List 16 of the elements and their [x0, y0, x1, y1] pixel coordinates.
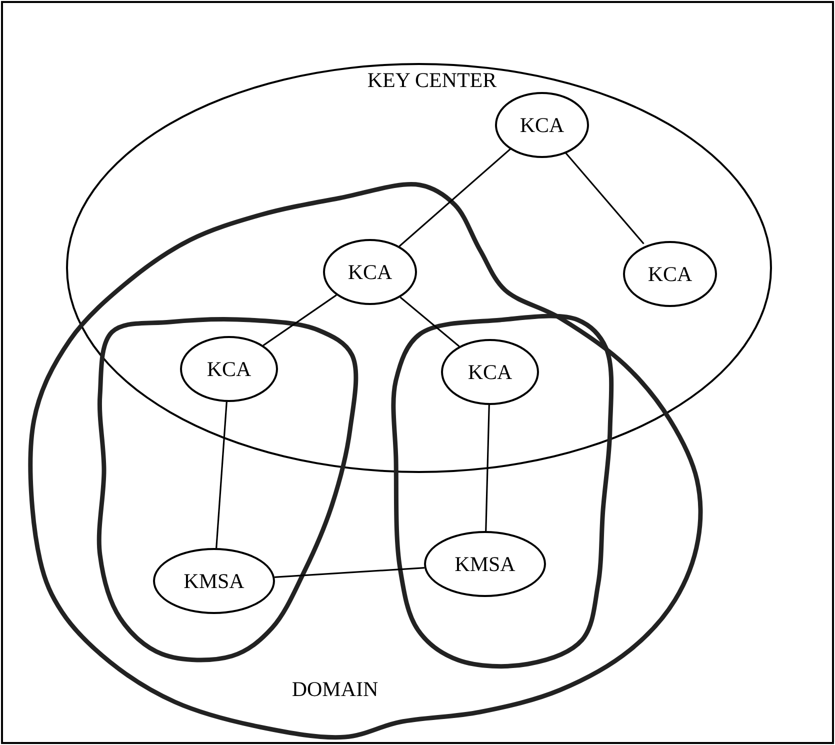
region-label: DOMAIN	[292, 679, 378, 700]
connector-line	[262, 294, 337, 346]
node-label: KCA	[348, 262, 392, 282]
node-label: KCA	[468, 362, 512, 382]
connector-line	[485, 404, 490, 532]
node-label: KMSA	[184, 570, 244, 592]
connector-line	[398, 148, 512, 247]
node-label: KMSA	[454, 554, 516, 574]
node-label: KCA	[520, 114, 564, 136]
connector-line	[216, 402, 228, 548]
node-label: KCA	[648, 264, 692, 284]
connector-line	[274, 567, 424, 578]
region-label: KEY CENTER	[367, 70, 497, 91]
node-label: KCA	[206, 358, 252, 380]
connector-line	[564, 150, 644, 244]
connector-line	[400, 296, 460, 347]
